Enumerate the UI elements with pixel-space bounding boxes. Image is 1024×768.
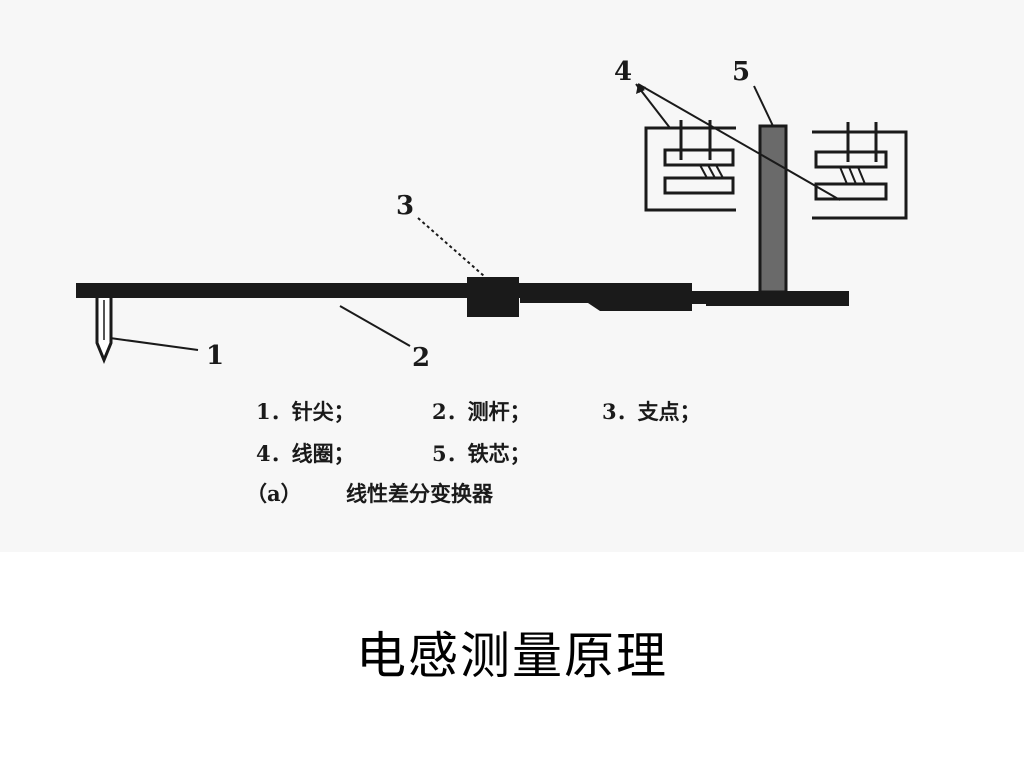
leader-1 [109, 337, 199, 351]
iron-core [758, 124, 788, 294]
legend-row-1: 1．针尖； 2．测杆； 3．支点； [256, 396, 778, 426]
callout-2: 2 [412, 343, 430, 373]
caption-label: （a） [246, 481, 302, 506]
slide-title: 电感测量原理 [356, 627, 668, 685]
measuring-rod [76, 283, 692, 298]
legend-item-coil: 4．线圈； [256, 441, 355, 466]
leader-3 [417, 217, 485, 277]
legend-item-fulcrum: 3．支点； [602, 399, 701, 424]
coil-right [812, 122, 908, 220]
legend-item-needle-tip: 1．针尖； [256, 399, 355, 424]
legend-item-iron-core: 5．铁芯； [432, 441, 531, 466]
scanned-figure [0, 0, 1024, 552]
leader-4b [637, 83, 841, 201]
legend-item-measuring-rod: 2．测杆； [432, 399, 531, 424]
legend-row-2: 4．线圈； 5．铁芯； [256, 438, 531, 468]
callout-1: 1 [206, 341, 224, 371]
leader-2 [339, 305, 411, 347]
coil-left [644, 120, 736, 212]
callout-4: 4 [614, 57, 632, 87]
lvdt-diagram: 1 2 3 4 5 [76, 57, 908, 373]
callout-5: 5 [732, 57, 750, 87]
fulcrum [467, 277, 519, 317]
leader-5 [753, 85, 774, 127]
caption-text: 线性差分变换器 [346, 481, 493, 506]
figure-caption: （a） 线性差分变换器 [246, 478, 493, 508]
callout-3: 3 [396, 191, 414, 221]
